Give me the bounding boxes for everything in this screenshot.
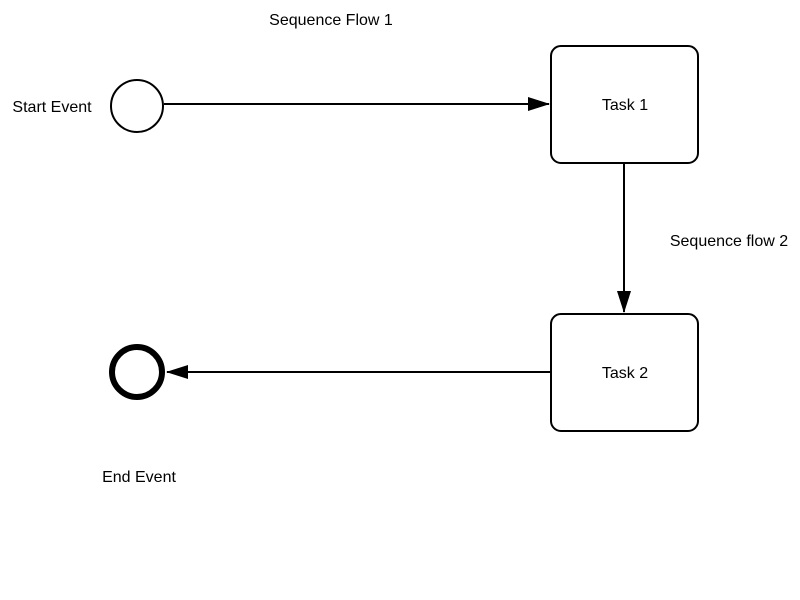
sequence-flow-1-label: Sequence Flow 1 [269, 12, 393, 29]
start-event-label: Start Event [12, 99, 92, 116]
task-1-label: Task 1 [602, 97, 648, 114]
task-2-box[interactable] [550, 313, 699, 432]
start-event-circle[interactable] [110, 79, 164, 133]
task-2-label: Task 2 [602, 365, 648, 382]
end-event-label: End Event [102, 469, 176, 486]
sequence-flow-2-label: Sequence flow 2 [670, 233, 788, 250]
end-event-circle[interactable] [109, 344, 165, 400]
task-1-box[interactable] [550, 45, 699, 164]
